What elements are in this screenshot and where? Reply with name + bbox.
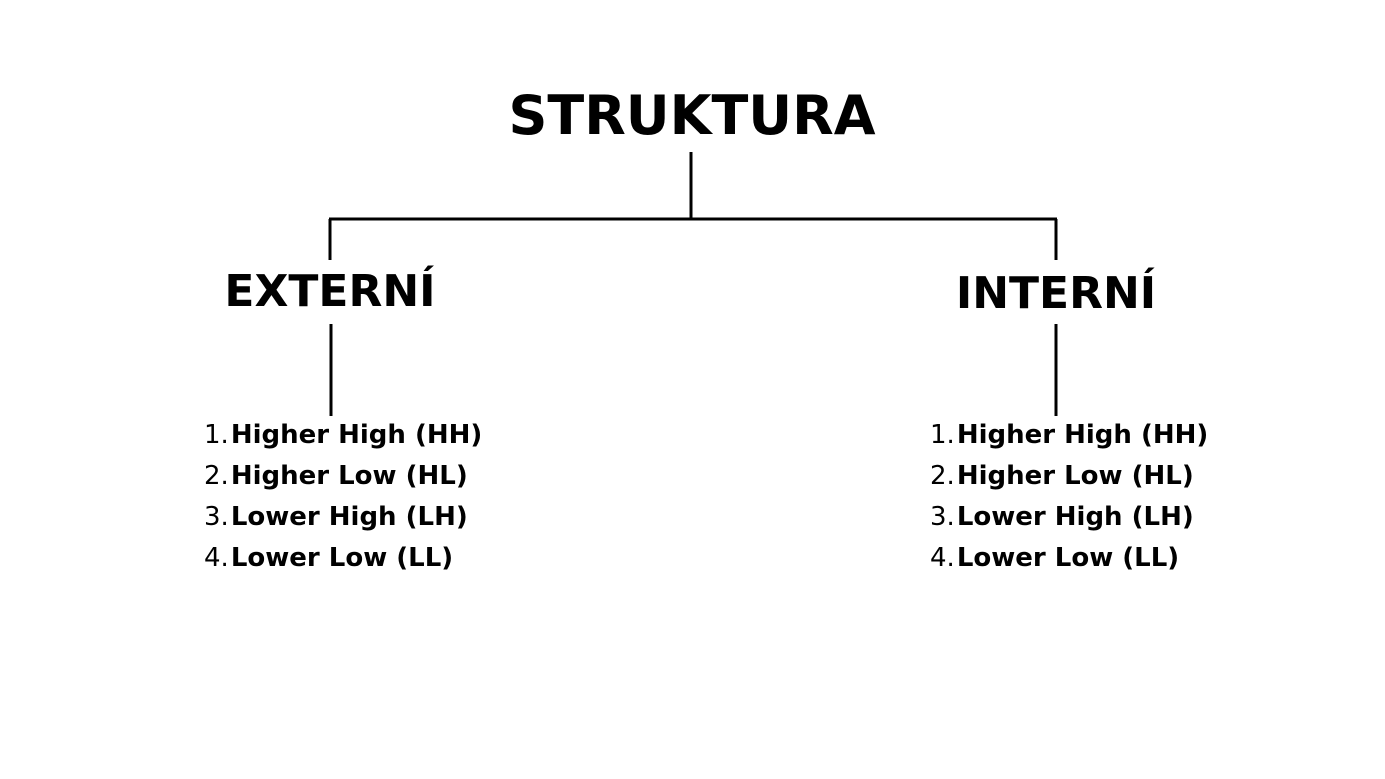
item-label: Higher High (HH): [230, 420, 483, 450]
list-item: 3. Lower High (LH): [930, 497, 1208, 538]
list-item: 2. Higher Low (HL): [204, 456, 482, 497]
item-number: 1.: [930, 420, 955, 450]
diagram-title: STRUKTURA: [508, 84, 876, 147]
list-item: 2. Higher Low (HL): [930, 456, 1208, 497]
item-label: Lower Low (LL): [956, 543, 1180, 573]
item-number: 2.: [204, 461, 229, 491]
item-number: 4.: [204, 543, 229, 573]
item-label: Lower High (LH): [956, 502, 1194, 532]
branch-title-externi: EXTERNÍ: [224, 266, 436, 317]
item-label: Lower High (LH): [230, 502, 468, 532]
item-number: 3.: [930, 502, 955, 532]
branch-title-interni: INTERNÍ: [955, 268, 1157, 319]
item-label: Higher Low (HL): [230, 461, 468, 491]
list-item: 1. Higher High (HH): [930, 415, 1208, 456]
list-item: 3. Lower High (LH): [204, 497, 482, 538]
item-number: 4.: [930, 543, 955, 573]
item-label: Lower Low (LL): [230, 543, 454, 573]
list-item: 4. Lower Low (LL): [930, 538, 1208, 579]
list-item: 4. Lower Low (LL): [204, 538, 482, 579]
item-number: 3.: [204, 502, 229, 532]
externi-item-list: 1. Higher High (HH) 2. Higher Low (HL) 3…: [204, 415, 482, 579]
item-number: 2.: [930, 461, 955, 491]
item-number: 1.: [204, 420, 229, 450]
item-label: Higher High (HH): [956, 420, 1209, 450]
interni-item-list: 1. Higher High (HH) 2. Higher Low (HL) 3…: [930, 415, 1208, 579]
list-item: 1. Higher High (HH): [204, 415, 482, 456]
item-label: Higher Low (HL): [956, 461, 1194, 491]
